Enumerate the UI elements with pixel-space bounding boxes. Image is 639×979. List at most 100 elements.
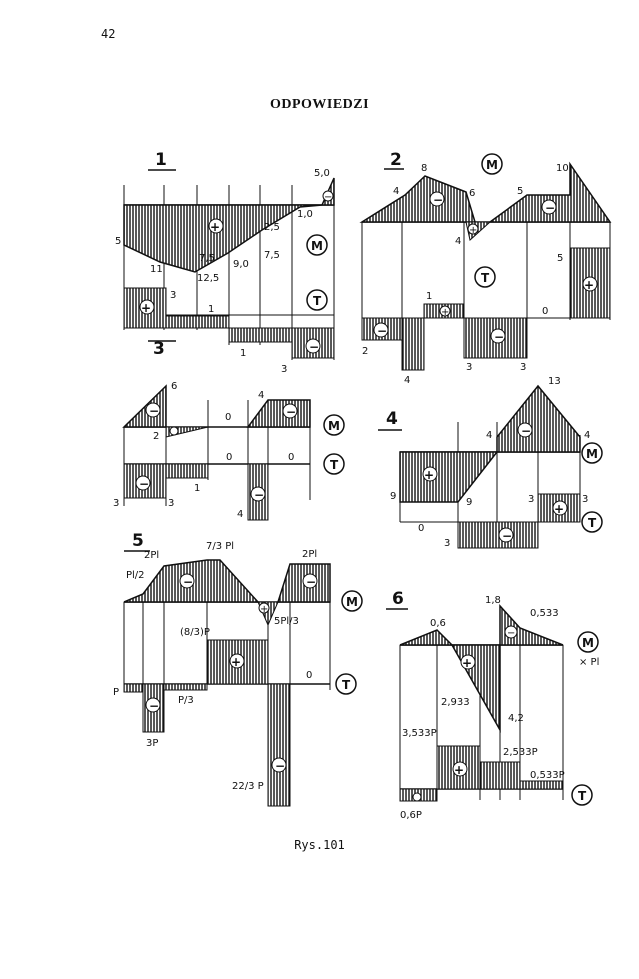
- diagram-value-label: 2: [153, 431, 159, 442]
- diagram-6: 6 + − + M T 0,6 1,8 0,533 × Pl 2,933 3,5…: [386, 589, 599, 821]
- d2-shear-plus-2: +: [584, 278, 594, 292]
- diagram-value-label: 5,0: [314, 168, 330, 179]
- diagram-value-label: 0: [418, 523, 424, 534]
- diagram-value-label: 22/3 P: [232, 781, 264, 792]
- d3-shear-symbol: T: [330, 458, 339, 472]
- diagram-value-label: 4: [486, 430, 492, 441]
- diagram-value-label: 11: [150, 264, 163, 275]
- d3-moment-minus-2: −: [286, 405, 296, 419]
- diagram-value-label: 9,0: [233, 259, 249, 270]
- diagram-value-label: 3P: [146, 738, 158, 749]
- d3-shear-minus: −: [139, 477, 149, 491]
- d1-shear-minus: −: [309, 340, 319, 354]
- d2-shear-minus: −: [377, 324, 387, 338]
- d1-shear-symbol: T: [313, 294, 322, 308]
- diagram-value-label: 4,2: [508, 713, 524, 724]
- d1-plus-sign: +: [210, 220, 220, 234]
- d5-moment-plus: +: [260, 604, 268, 615]
- d5-moment-minus: −: [183, 575, 193, 589]
- d5-moment-symbol: M: [346, 595, 358, 609]
- diagram-4: 4 − + − + M T 13 4 4 9 9 3 3 0 3: [378, 376, 603, 549]
- d1-shear-block-1: [123, 287, 167, 329]
- diagram-value-label: 0: [306, 670, 312, 681]
- d4-moment-symbol: M: [586, 447, 598, 461]
- diagram-value-label: 13: [548, 376, 561, 387]
- d2-moment-minus: −: [433, 193, 443, 207]
- diagram-value-label: 1,0: [297, 209, 313, 220]
- diagram-value-label: 5: [115, 236, 121, 247]
- diagram-value-label: 3,533P: [402, 728, 437, 739]
- diagram-value-label: 4: [404, 375, 410, 386]
- diagram-value-label: 0,6: [430, 618, 446, 629]
- diagram-value-label: 1: [208, 304, 214, 315]
- d4-shear-bottom: [457, 521, 539, 549]
- diagram-6-number: 6: [392, 589, 404, 609]
- d4-shear-minus: −: [502, 529, 512, 543]
- diagram-value-label: 3: [528, 494, 534, 505]
- d4-moment-minus: −: [521, 424, 531, 438]
- diagram-value-label: 3: [466, 362, 472, 373]
- diagram-value-label: × Pl: [579, 657, 599, 668]
- diagram-value-label: 0,533P: [530, 770, 565, 781]
- diagram-value-label: 1: [426, 291, 432, 302]
- d1-shear-block-2: [165, 315, 230, 329]
- d2-moment-area-left: [359, 175, 477, 223]
- diagram-value-label: 1: [194, 483, 200, 494]
- diagram-value-label: 5Pl/3: [274, 616, 299, 627]
- diagram-value-label: 2: [362, 346, 368, 357]
- d6-moment-minus: −: [507, 628, 515, 639]
- diagram-value-label: P: [113, 687, 119, 698]
- diagram-value-label: 8: [421, 163, 427, 174]
- diagram-value-label: P/3: [178, 695, 194, 706]
- figure-caption: Rys.101: [294, 838, 345, 852]
- diagram-value-label: 3: [168, 498, 174, 509]
- diagram-5-number: 5: [132, 531, 144, 551]
- diagram-value-label: 0: [288, 452, 294, 463]
- d5-shear-minus: −: [149, 699, 159, 713]
- diagram-value-label: 3: [113, 498, 119, 509]
- d2-shear-minus-2: −: [494, 330, 504, 344]
- diagram-value-label: 0,533: [530, 608, 559, 619]
- diagram-value-label: 2,5: [264, 222, 280, 233]
- diagram-value-label: 7,5: [264, 250, 280, 261]
- diagram-value-label: 3: [520, 362, 526, 373]
- d3-shear-2: [165, 463, 209, 479]
- d1-minus-sign: −: [324, 192, 332, 203]
- diagram-value-label: 0: [226, 452, 232, 463]
- d3-moment-left: [122, 384, 167, 428]
- diagram-1-number: 1: [155, 150, 167, 170]
- diagram-value-label: 1,8: [485, 595, 501, 606]
- d6-shear-plus: +: [454, 763, 464, 777]
- d2-moment-minus-2: −: [545, 201, 555, 215]
- d5-shear-symbol: T: [342, 678, 351, 692]
- d1-shear-block-3: [228, 327, 293, 343]
- d6-shear-4: [519, 780, 564, 790]
- diagram-value-label: 4: [393, 186, 399, 197]
- diagram-value-label: 3: [582, 494, 588, 505]
- d6-shear-3: [479, 761, 521, 790]
- diagram-value-label: 2,533P: [503, 747, 538, 758]
- diagram-value-label: 6: [469, 188, 475, 199]
- diagram-value-label: 2,933: [441, 697, 470, 708]
- d4-shear-plus: +: [424, 468, 434, 482]
- diagram-2: 2 − − + − + − + M T 8 4 6 10 5: [359, 150, 612, 386]
- d3-moment-minus: −: [149, 404, 159, 418]
- d5-shear-minus-2: −: [275, 759, 285, 773]
- d2-moment-symbol: M: [486, 158, 498, 172]
- diagram-4-number: 4: [386, 409, 398, 429]
- d4-shear-symbol: T: [588, 516, 597, 530]
- d6-moment-left: [399, 629, 454, 646]
- d6-moment-symbol: M: [582, 636, 594, 650]
- diagram-value-label: 4: [584, 430, 590, 441]
- d6-moment-plus: +: [462, 656, 472, 670]
- diagram-3: 3 − − − − M T 6 2 0 4 0 0 1 3 3: [113, 339, 345, 521]
- diagram-value-label: 3: [281, 364, 287, 375]
- d6-shear-symbol: T: [578, 789, 587, 803]
- diagram-value-label: 9: [466, 497, 472, 508]
- d5-shear-1: [123, 683, 144, 693]
- d1-moment-symbol: M: [311, 239, 323, 253]
- diagram-value-label: 2Pl: [144, 550, 159, 561]
- d5-shear-3: [163, 683, 208, 691]
- diagram-value-label: 0,6P: [400, 810, 422, 821]
